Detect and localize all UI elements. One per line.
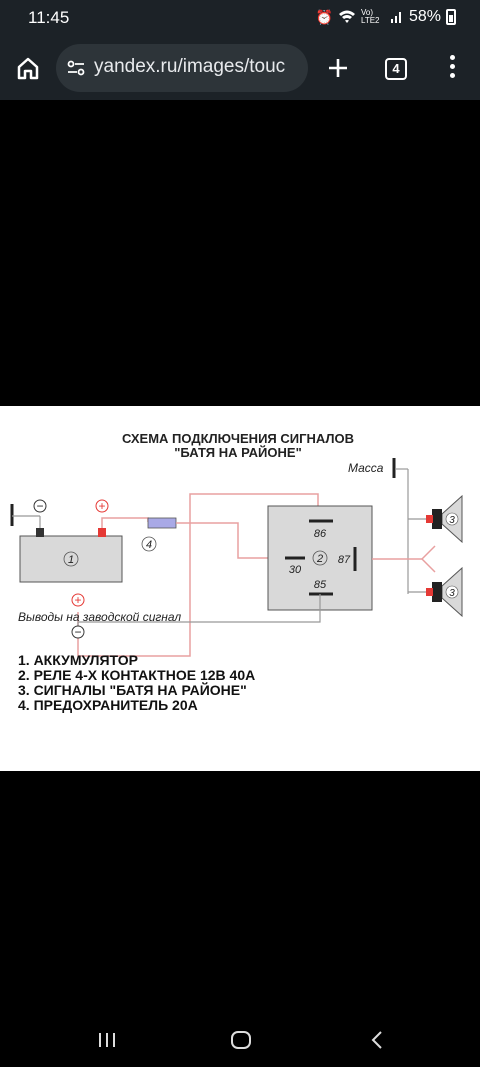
relay-pin-87: 87: [338, 554, 351, 566]
site-settings-icon[interactable]: [66, 58, 86, 78]
battery-plus-terminal: [98, 528, 106, 537]
horn-number-lower: 3: [449, 588, 455, 599]
plus-icon: [329, 59, 347, 77]
wire-to-30: [190, 522, 286, 559]
wifi-icon: [338, 9, 356, 26]
tab-switcher-button[interactable]: 4: [385, 58, 407, 80]
system-nav-bar: [0, 1010, 480, 1067]
signal-icon: [390, 9, 404, 26]
status-icons: ⏰ Vo) LTE2 58%: [316, 8, 456, 26]
network-type-label: Vo) LTE2: [360, 8, 380, 25]
fuse-number: 4: [146, 539, 152, 551]
ground-label: Масса: [348, 461, 384, 475]
wiring-diagram-image[interactable]: СХЕМА ПОДКЛЮЧЕНИЯ СИГНАЛОВ "БАТЯ НА РАЙО…: [0, 406, 480, 771]
battery-number: 1: [68, 554, 74, 566]
battery-body: [19, 535, 123, 583]
new-tab-button[interactable]: [326, 56, 350, 80]
relay-number: 2: [316, 553, 323, 565]
url-text[interactable]: yandex.ru/images/touc: [94, 56, 286, 77]
relay-pin-85: 85: [314, 579, 327, 591]
image-viewer[interactable]: СХЕМА ПОДКЛЮЧЕНИЯ СИГНАЛОВ "БАТЯ НА РАЙО…: [0, 100, 480, 1010]
battery-icon: [446, 9, 456, 25]
legend-item-4: 4. ПРЕДОХРАНИТЕЛЬ 20А: [18, 697, 198, 713]
battery-plus-label: +: [98, 499, 105, 513]
alarm-icon: ⏰: [315, 8, 333, 25]
factory-plus-label: +: [74, 593, 81, 607]
status-bar: 11:45 ⏰ Vo) LTE2 58%: [0, 0, 480, 36]
fuse: [147, 517, 177, 529]
home-nav-icon[interactable]: [231, 1031, 251, 1049]
battery-percent: 58%: [408, 8, 441, 25]
home-button[interactable]: [14, 54, 42, 82]
horn-upper: 3: [408, 494, 463, 544]
battery-minus-terminal: [36, 528, 44, 537]
factory-outputs-label: Выводы на заводской сигнал: [18, 610, 181, 624]
recents-icon[interactable]: [98, 1032, 116, 1048]
power-wire: [101, 517, 149, 528]
more-menu-button[interactable]: [446, 55, 458, 81]
diagram-title-line1: СХЕМА ПОДКЛЮЧЕНИЯ СИГНАЛОВ: [122, 431, 354, 446]
back-icon[interactable]: [370, 1030, 384, 1050]
horn-number-upper: 3: [449, 515, 455, 526]
browser-toolbar: yandex.ru/images/touc 4: [0, 36, 480, 100]
battery-minus-label: −: [36, 499, 43, 513]
home-icon: [17, 57, 39, 80]
wiring-diagram: СХЕМА ПОДКЛЮЧЕНИЯ СИГНАЛОВ "БАТЯ НА РАЙО…: [10, 431, 463, 713]
diagram-title-line2: "БАТЯ НА РАЙОНЕ": [174, 445, 301, 460]
relay-pin-86: 86: [314, 528, 327, 540]
legend-item-3: 3. СИГНАЛЫ "БАТЯ НА РАЙОНЕ": [18, 681, 247, 698]
factory-minus-label: −: [74, 625, 81, 639]
legend-item-2: 2. РЕЛЕ 4-Х КОНТАКТНОЕ 12В 40А: [18, 667, 255, 683]
status-time: 11:45: [28, 8, 70, 27]
address-bar[interactable]: yandex.ru/images/touc: [56, 44, 308, 92]
legend-item-1: 1. АККУМУЛЯТОР: [18, 652, 138, 668]
horn-lower: 3: [408, 566, 463, 618]
relay-pin-30: 30: [289, 564, 302, 576]
